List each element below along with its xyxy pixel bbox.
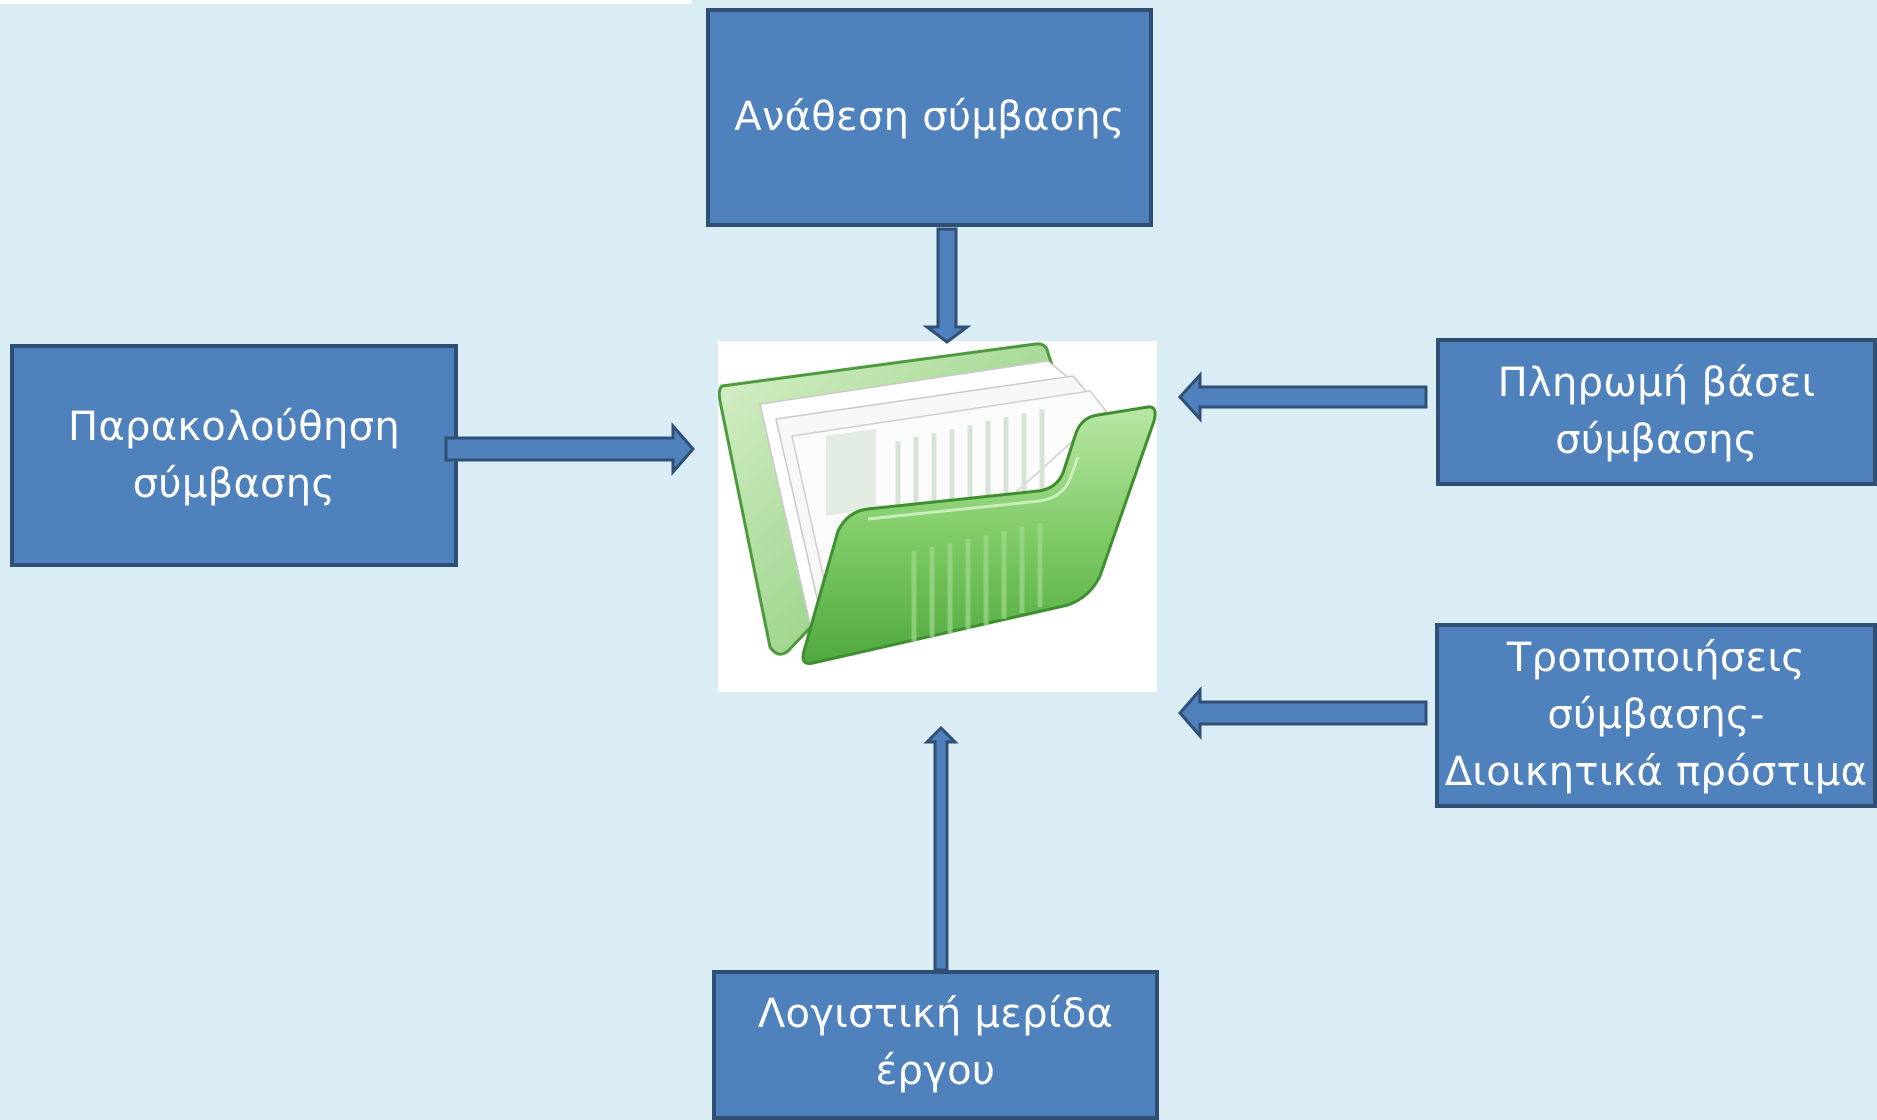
arrow-from-contract-monitoring bbox=[444, 421, 695, 477]
top-white-strip bbox=[0, 0, 692, 4]
node-contract-amendments: Τροποποιήσεις σύμβασης- Διοικητικά πρόστ… bbox=[1435, 623, 1877, 808]
node-payment-by-contract-label: Πληρωμή βάσει σύμβασης bbox=[1497, 360, 1816, 463]
green-folder-icon bbox=[717, 342, 1157, 665]
node-contract-monitoring-label: Παρακολούθηση σύμβασης bbox=[68, 403, 400, 507]
node-project-ledger-label: Λογιστική μερίδα έργου bbox=[757, 991, 1114, 1094]
arrow-from-payment bbox=[1177, 371, 1428, 423]
arrow-from-project-ledger bbox=[923, 725, 959, 972]
node-contract-award: Ανάθεση σύμβασης bbox=[706, 8, 1153, 227]
node-project-ledger: Λογιστική μερίδα έργου bbox=[712, 970, 1159, 1120]
arrow-from-amendments bbox=[1178, 685, 1428, 741]
center-folder-card bbox=[717, 341, 1157, 692]
node-contract-monitoring: Παρακολούθηση σύμβασης bbox=[10, 344, 458, 567]
arrow-from-contract-award bbox=[922, 227, 972, 344]
node-contract-amendments-label: Τροποποιήσεις σύμβασης- Διοικητικά πρόστ… bbox=[1444, 635, 1868, 795]
node-contract-award-label: Ανάθεση σύμβασης bbox=[734, 94, 1125, 140]
node-payment-by-contract: Πληρωμή βάσει σύμβασης bbox=[1436, 338, 1877, 486]
